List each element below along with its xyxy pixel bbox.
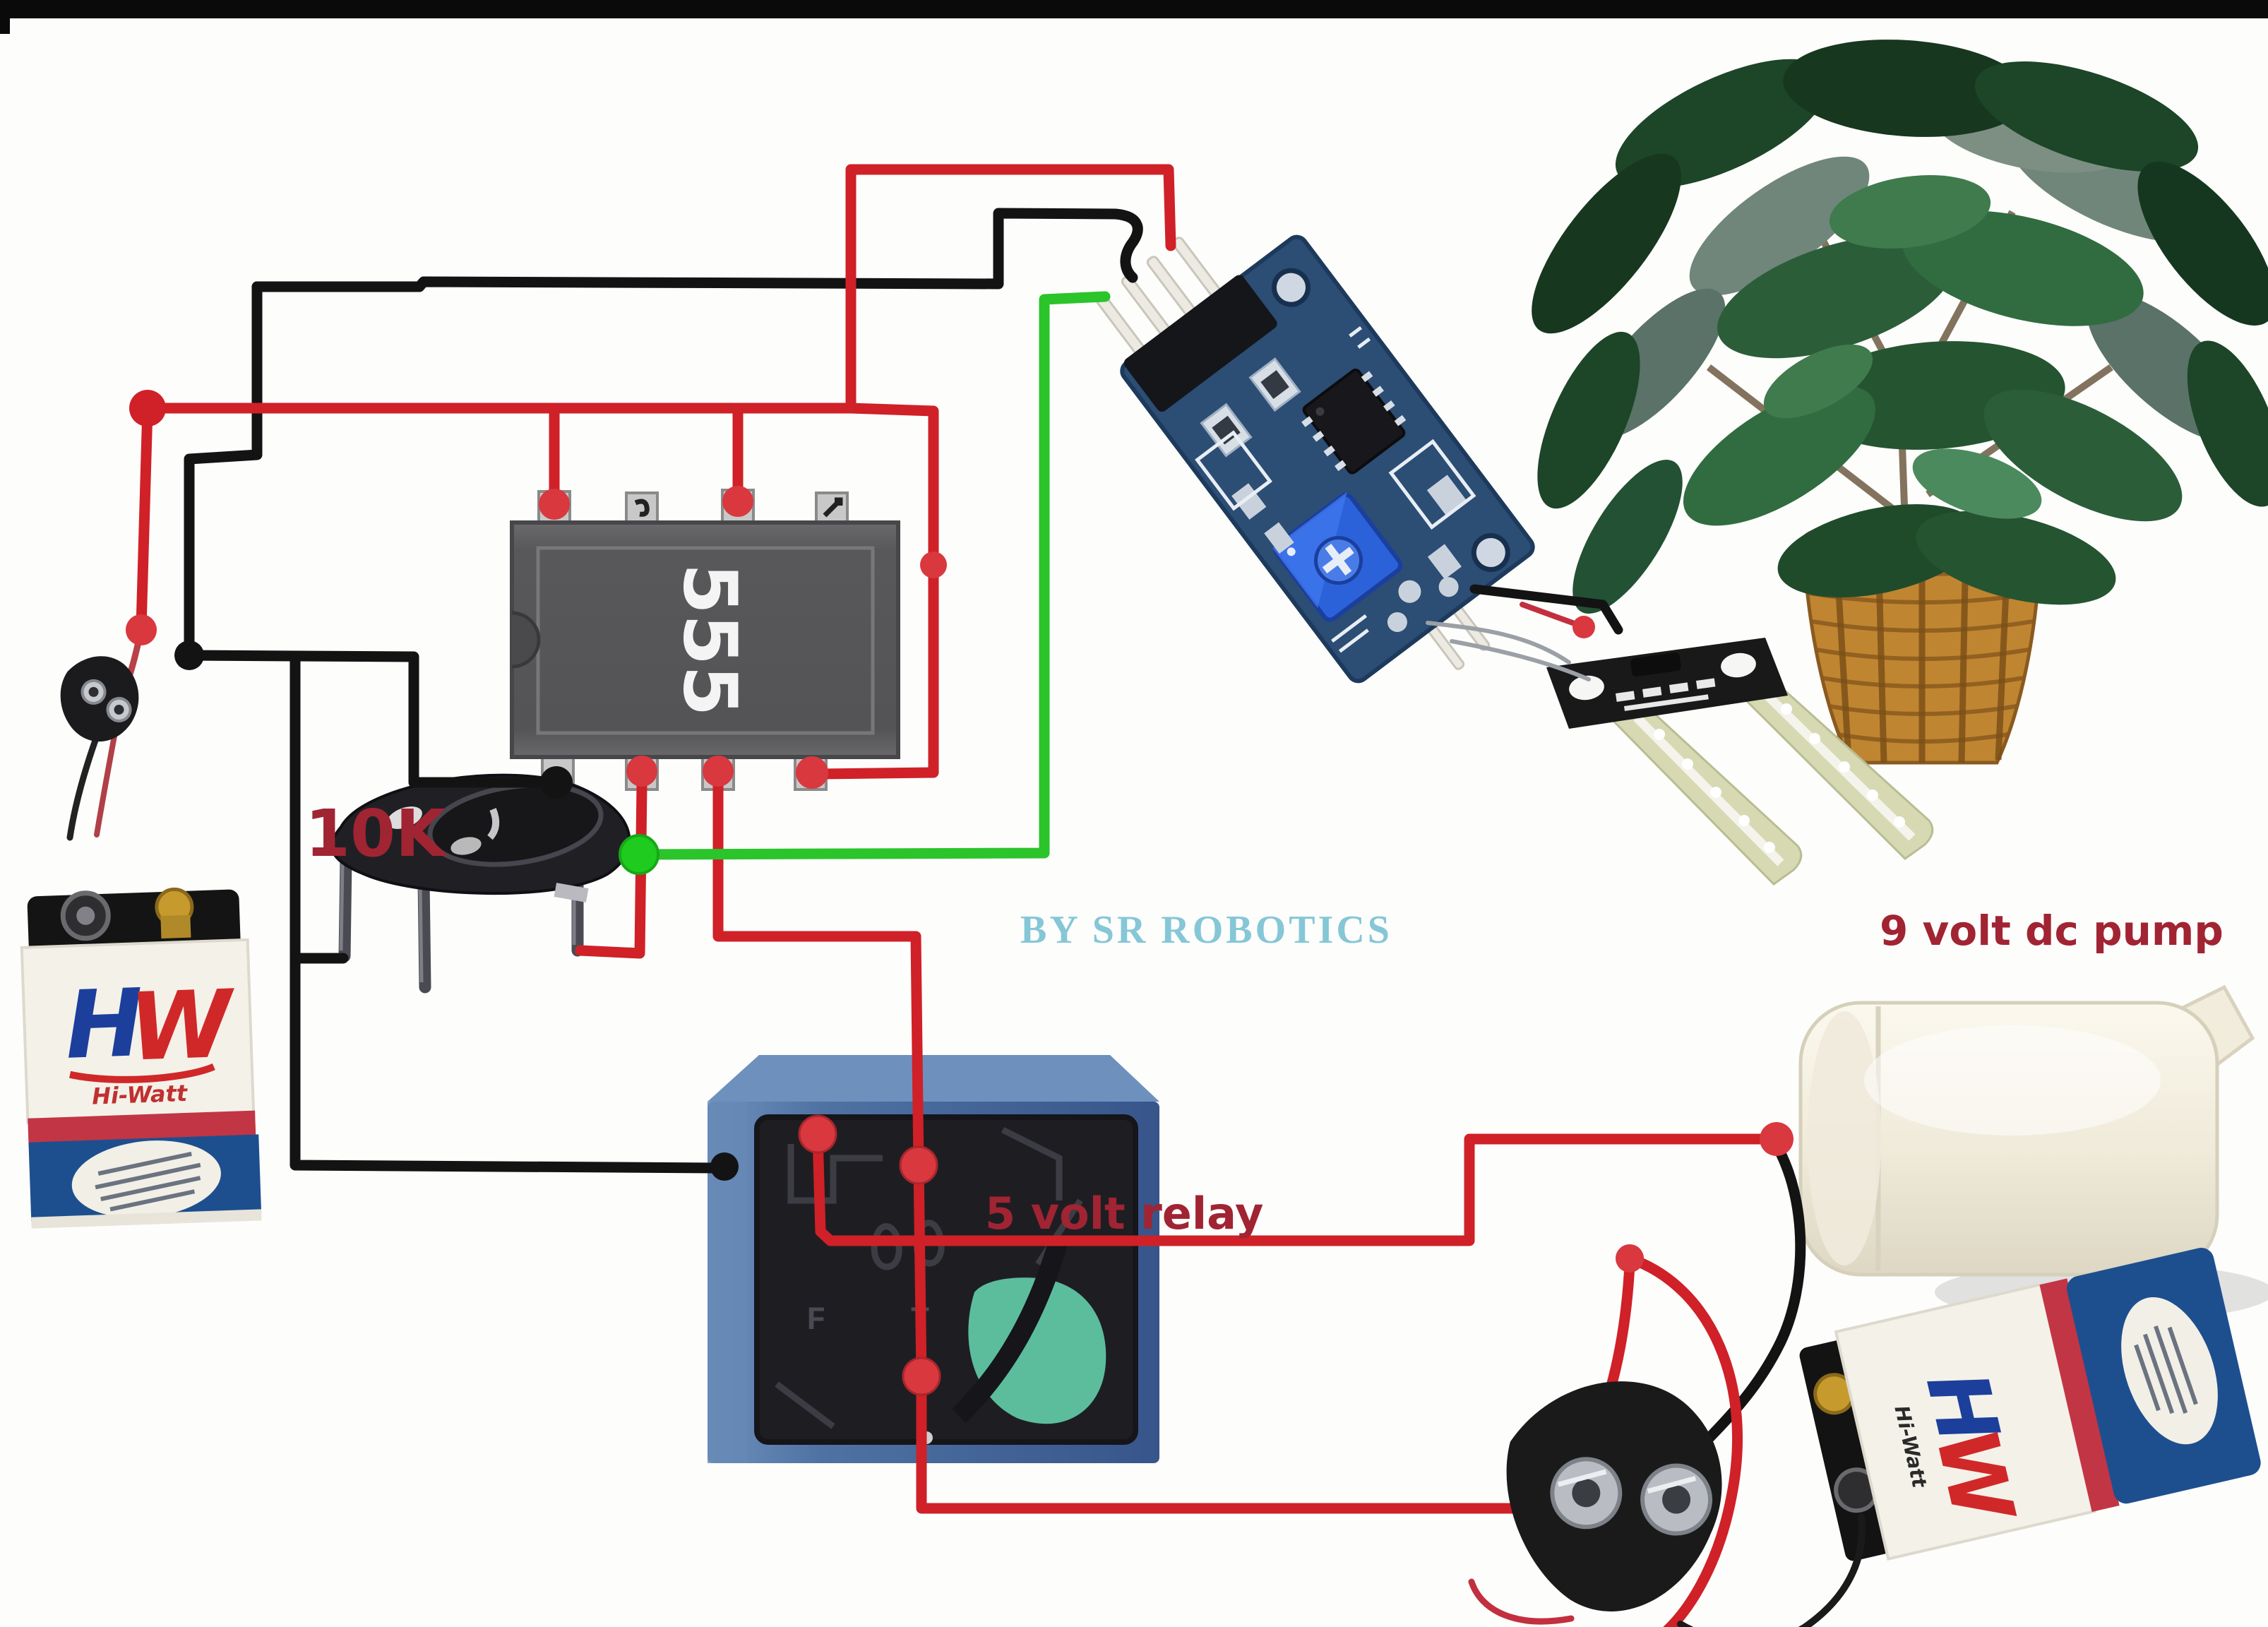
pump-terminal-dot bbox=[1760, 1122, 1793, 1156]
red-rail-main bbox=[142, 403, 939, 780]
red-junction bbox=[126, 614, 157, 645]
red-pin-blob bbox=[703, 756, 734, 787]
top-border-bar bbox=[0, 0, 2268, 18]
plant-leaves bbox=[1532, 40, 2268, 614]
five-volt-relay: F T bbox=[708, 1055, 1159, 1463]
black-junction bbox=[174, 640, 204, 670]
label-9v-pump: 9 volt dc pump bbox=[1880, 907, 2224, 955]
module-probe-pin bbox=[1427, 624, 1465, 670]
red-pin-blob bbox=[796, 756, 828, 789]
probe-hole bbox=[1721, 652, 1756, 678]
label-5v-relay: 5 volt relay bbox=[985, 1188, 1263, 1239]
red-probe-lead bbox=[1520, 602, 1583, 628]
black-wire-to-ic-pin1 bbox=[184, 650, 555, 788]
relay-black-terminal bbox=[710, 1152, 739, 1181]
module-silkscreen bbox=[1195, 326, 1476, 653]
nine-volt-battery-right: H W Hi-Watt bbox=[1799, 1247, 2261, 1561]
relay-terminal-dot bbox=[902, 1357, 941, 1396]
black-junction bbox=[540, 766, 573, 799]
battery-logo-h: H bbox=[64, 969, 145, 1080]
black-wire-to-relay bbox=[290, 651, 722, 1174]
relay-terminal-dot bbox=[798, 1114, 837, 1154]
potted-plant bbox=[1532, 40, 2268, 765]
ic-label: 555 bbox=[667, 563, 753, 716]
ic-body bbox=[510, 520, 900, 759]
green-wire bbox=[633, 291, 1111, 860]
probe-prong bbox=[1738, 683, 1934, 860]
module-hole bbox=[1471, 532, 1510, 572]
green-junction bbox=[619, 834, 659, 875]
battery-red-band bbox=[2039, 1278, 2120, 1512]
ic-notch bbox=[511, 611, 541, 669]
black-wire-top-rail bbox=[251, 208, 1143, 292]
relay-top-face bbox=[708, 1055, 1159, 1102]
black-wire-pump-to-clip bbox=[1700, 1140, 1806, 1448]
module-header-base bbox=[1123, 275, 1277, 412]
left-border-notch bbox=[0, 0, 10, 34]
battery-snap-connector-left bbox=[60, 656, 139, 841]
pin-glyph bbox=[823, 497, 843, 518]
red-arc-to-battery-clip bbox=[1624, 1253, 1743, 1627]
probe-lead-wires bbox=[1426, 621, 1591, 681]
pot-tab bbox=[554, 883, 589, 902]
module-trimmer bbox=[1272, 491, 1403, 622]
probe-text-marks bbox=[1616, 678, 1716, 711]
label-10k: 10K bbox=[305, 796, 448, 871]
red-junction bbox=[129, 390, 166, 427]
probe-prong bbox=[1611, 709, 1803, 886]
battery-subbrand: Hi-Watt bbox=[92, 1080, 189, 1110]
red-pin-blob bbox=[539, 489, 570, 520]
battery-logo-w: W bbox=[127, 970, 237, 1082]
red-pin-blob bbox=[722, 486, 753, 517]
module-hole bbox=[1271, 268, 1311, 307]
black-wire-probe-elbow bbox=[1469, 584, 1623, 635]
red-junction bbox=[920, 552, 947, 578]
module-smd-pads bbox=[1231, 475, 1467, 632]
junction-dots bbox=[126, 390, 1793, 1396]
module-ic-chip bbox=[1301, 368, 1407, 475]
soil-moisture-probe bbox=[1546, 638, 1934, 886]
probe-hole bbox=[1569, 675, 1604, 701]
red-pin-blob bbox=[626, 756, 657, 787]
probe-connector bbox=[1630, 652, 1681, 677]
watermark-text: BY SR ROBOTICS bbox=[1020, 908, 1392, 952]
pin-glyph bbox=[634, 499, 650, 517]
red-rail-to-sensor bbox=[845, 164, 1176, 414]
probe-terminal-dot bbox=[1572, 616, 1595, 638]
relay-armature-teal bbox=[968, 1277, 1106, 1424]
red-relay-to-pump bbox=[812, 1130, 1771, 1246]
red-junction bbox=[1616, 1244, 1644, 1273]
battery-snap-connector-right bbox=[1468, 1381, 1866, 1627]
relay-terminal-dot bbox=[899, 1145, 938, 1185]
black-wire-left-drop bbox=[184, 281, 263, 660]
red-left-drop bbox=[136, 403, 153, 633]
nine-volt-battery-left: H W Hi-Watt bbox=[20, 887, 262, 1229]
relay-engraving-text: F T bbox=[806, 1302, 962, 1339]
soil-moisture-sensor-module bbox=[1095, 234, 1535, 684]
timer-ic-555: 555 bbox=[510, 489, 900, 791]
